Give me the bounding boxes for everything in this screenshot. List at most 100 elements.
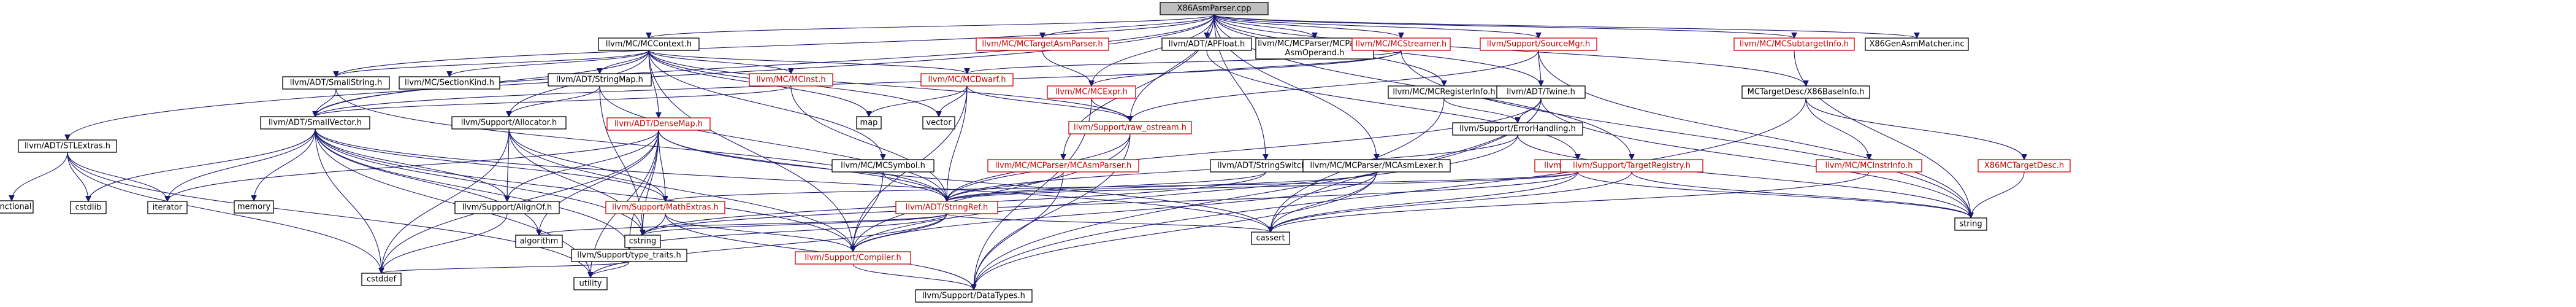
node-box bbox=[795, 251, 911, 265]
node-mctargetdesc-x86baseinfo-h[interactable]: MCTargetDesc/X86BaseInfo.h bbox=[1741, 85, 1870, 99]
node-label: llvm/ADT/DenseMap.h bbox=[614, 120, 703, 129]
node-llvm-mc-mctargetasmparser-h[interactable]: llvm/MC/MCTargetAsmParser.h bbox=[976, 37, 1109, 51]
edge-n13-to-n41 bbox=[790, 85, 947, 201]
node-llvm-mc-mcregisterinfo-h[interactable]: llvm/MC/MCRegisterInfo.h bbox=[1388, 85, 1500, 99]
node-llvm-mc-mcinstrinfo-h[interactable]: llvm/MC/MCInstrInfo.h bbox=[1816, 159, 1922, 173]
node-box bbox=[573, 277, 608, 290]
node-label: llvm/Support/DataTypes.h bbox=[922, 292, 1025, 301]
node-llvm-mc-sectionkind-h[interactable]: llvm/MC/SectionKind.h bbox=[399, 76, 500, 90]
edge-n2-to-n14 bbox=[648, 50, 967, 74]
node-llvm-adt-stringref-h[interactable]: llvm/ADT/StringRef.h bbox=[895, 201, 998, 214]
node-llvm-adt-apfloat-h[interactable]: llvm/ADT/APFloat.h bbox=[1161, 37, 1252, 51]
node-llvm-adt-stringmap-h[interactable]: llvm/ADT/StringMap.h bbox=[548, 73, 652, 87]
node-box bbox=[1978, 159, 2071, 173]
edge-n41-to-n48 bbox=[590, 213, 947, 278]
node-box bbox=[831, 159, 934, 173]
edge-n20-to-n47 bbox=[381, 128, 510, 273]
node-llvm-support-allocator-h[interactable]: llvm/Support/Allocator.h bbox=[451, 116, 567, 130]
node-box bbox=[548, 73, 652, 87]
node-utility[interactable]: utility bbox=[573, 277, 608, 290]
node-llvm-mc-mcstreamer-h[interactable]: llvm/MC/MCStreamer.h bbox=[1351, 37, 1451, 51]
edge-n1-to-n37 bbox=[67, 152, 167, 202]
node-llvm-support-alignof-h[interactable]: llvm/Support/AlignOf.h bbox=[454, 201, 560, 214]
node-llvm-adt-smallvector-h[interactable]: llvm/ADT/SmallVector.h bbox=[260, 116, 370, 130]
edge-n17-to-n34 bbox=[1540, 98, 1971, 218]
node-label: X86MCTargetDesc.h bbox=[1984, 161, 2064, 171]
node-box bbox=[1068, 121, 1192, 134]
node-llvm-mc-mcsymbol-h[interactable]: llvm/MC/MCSymbol.h bbox=[831, 159, 934, 173]
node-llvm-adt-smallstring-h[interactable]: llvm/ADT/SmallString.h bbox=[282, 76, 390, 90]
node-algorithm[interactable]: algorithm bbox=[515, 235, 563, 248]
node-llvm-adt-stlextras-h[interactable]: llvm/ADT/STLExtras.h bbox=[18, 139, 117, 153]
edge-n2-to-n13 bbox=[648, 50, 791, 74]
node-cstring[interactable]: cstring bbox=[624, 235, 661, 248]
node-llvm-mc-mcparser-mcasmlexer-h[interactable]: llvm/MC/MCParser/MCAsmLexer.h bbox=[1302, 159, 1451, 173]
node-string[interactable]: string bbox=[1954, 217, 1987, 231]
node-llvm-support-sourcemgr-h[interactable]: llvm/Support/SourceMgr.h bbox=[1480, 37, 1597, 51]
node-label: string bbox=[1959, 220, 1982, 229]
edge-n19-to-n36 bbox=[88, 128, 316, 201]
node-llvm-support-datatypes-h[interactable]: llvm/Support/DataTypes.h bbox=[915, 289, 1033, 303]
edge-n20-to-n39 bbox=[507, 128, 509, 201]
edge-n29-to-n46 bbox=[1271, 171, 1578, 233]
node-box bbox=[1865, 37, 1969, 51]
node-llvm-adt-twine-h[interactable]: llvm/ADT/Twine.h bbox=[1496, 85, 1586, 99]
edge-n29-to-n34 bbox=[1577, 171, 1971, 219]
edge-n20-to-n43 bbox=[508, 128, 643, 235]
node-cstddef[interactable]: cstddef bbox=[361, 273, 402, 286]
node-label: llvm/ADT/StringMap.h bbox=[556, 76, 643, 85]
node-label: llvm/ADT/StringSwitch.h bbox=[1217, 161, 1313, 171]
node-x86mctargetdesc-h[interactable]: X86MCTargetDesc.h bbox=[1978, 159, 2071, 173]
edge-n19-to-n42 bbox=[315, 128, 539, 235]
node-memory[interactable]: memory bbox=[234, 200, 274, 214]
edge-n20-to-n40 bbox=[508, 128, 665, 201]
node-label: llvm/MC/MCExpr.h bbox=[1055, 88, 1128, 97]
node-label: llvm/MC/MCStreamer.h bbox=[1356, 40, 1447, 49]
node-label: llvm/MC/MCParser/MCAsmLexer.h bbox=[1310, 161, 1443, 171]
node-llvm-mc-mcparser-mcasmparser-h[interactable]: llvm/MC/MCParser/MCAsmParser.h bbox=[987, 159, 1139, 173]
edge-n0-to-n8 bbox=[1213, 14, 1794, 39]
node-iterator[interactable]: iterator bbox=[147, 201, 188, 214]
node-llvm-mc-mcsubtargetinfo-h[interactable]: llvm/MC/MCSubtargetInfo.h bbox=[1733, 37, 1855, 51]
node-box bbox=[1047, 85, 1136, 99]
node-x86genasmmatcher-inc[interactable]: X86GenAsmMatcher.inc bbox=[1865, 37, 1969, 51]
node-label: llvm/MC/MCTargetAsmParser.h bbox=[982, 40, 1103, 49]
node-box bbox=[624, 235, 661, 248]
node-llvm-adt-densemap-h[interactable]: llvm/ADT/DenseMap.h bbox=[606, 117, 711, 131]
node-cstdlib[interactable]: cstdlib bbox=[70, 201, 107, 214]
node-llvm-support-errorhandling-h[interactable]: llvm/Support/ErrorHandling.h bbox=[1452, 122, 1583, 136]
node-llvm-support-compiler-h[interactable]: llvm/Support/Compiler.h bbox=[795, 251, 911, 265]
edge-n4-to-n29 bbox=[1206, 50, 1578, 160]
edge-n0-to-n3 bbox=[1042, 14, 1215, 39]
edge-n30-to-n34 bbox=[1517, 134, 1971, 218]
node-box bbox=[70, 201, 107, 214]
edge-n19-to-n44 bbox=[315, 128, 629, 249]
edge-n28-to-n41 bbox=[947, 171, 1377, 202]
node-vector[interactable]: vector bbox=[922, 116, 955, 130]
node-cassert[interactable]: cassert bbox=[1251, 231, 1290, 245]
node-label: vector bbox=[926, 119, 952, 128]
node-llvm-mc-mcexpr-h[interactable]: llvm/MC/MCExpr.h bbox=[1047, 85, 1136, 99]
node-llvm-mc-mccontext-h[interactable]: llvm/MC/MCContext.h bbox=[598, 37, 700, 51]
node-label: llvm/MC/MCSymbol.h bbox=[841, 161, 925, 171]
edge-n28-to-n46 bbox=[1271, 171, 1377, 232]
node-llvm-support-raw-ostream-h[interactable]: llvm/Support/raw_ostream.h bbox=[1068, 121, 1192, 134]
node-llvm-support-mathextras-h[interactable]: llvm/Support/MathExtras.h bbox=[605, 201, 725, 214]
node-box bbox=[234, 200, 274, 214]
node-box bbox=[515, 235, 563, 248]
edge-n1-to-n35 bbox=[12, 152, 68, 201]
edge-n0-to-n26 bbox=[1213, 14, 1266, 160]
node-functional[interactable]: functional bbox=[0, 200, 34, 214]
node-llvm-support-type-traits-h[interactable]: llvm/Support/type_traits.h bbox=[571, 249, 687, 262]
node-llvm-adt-stringswitch-h[interactable]: llvm/ADT/StringSwitch.h bbox=[1210, 159, 1321, 173]
edge-n3-to-n15 bbox=[1042, 50, 1091, 87]
node-llvm-support-targetregistry-h[interactable]: llvm/Support/TargetRegistry.h bbox=[1560, 159, 1703, 173]
node-label: X86GenAsmMatcher.inc bbox=[1869, 40, 1964, 49]
edge-n2-to-n12 bbox=[600, 50, 649, 74]
edge-n41-to-n42 bbox=[539, 213, 947, 236]
edge-n2-to-n21 bbox=[648, 50, 659, 118]
node-map[interactable]: map bbox=[856, 116, 882, 130]
node-llvm-mc-mcinst-h[interactable]: llvm/MC/MCInst.h bbox=[749, 73, 833, 87]
edge-n0-to-n24 bbox=[1130, 14, 1215, 122]
node-llvm-mc-mcdwarf-h[interactable]: llvm/MC/MCDwarf.h bbox=[920, 73, 1014, 87]
